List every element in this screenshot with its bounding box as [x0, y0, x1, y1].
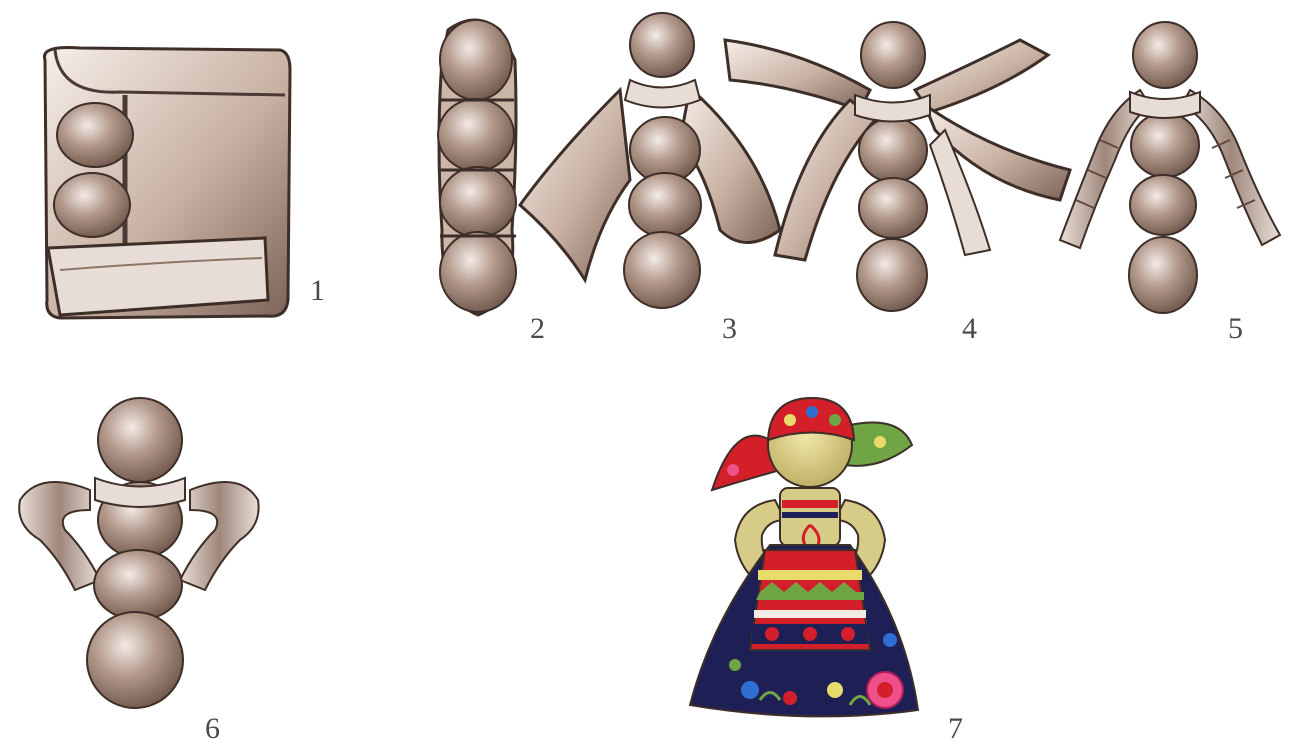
step-5-braided-arms — [1060, 22, 1280, 313]
step-1-folded-fabric — [44, 48, 290, 319]
step-2-stacked-balls — [438, 20, 516, 315]
step-7-finished-doll — [690, 398, 918, 716]
step-label-6: 6 — [205, 712, 220, 740]
step-label-7: 7 — [948, 712, 963, 740]
step-label-3: 3 — [722, 312, 737, 345]
step-label-5: 5 — [1228, 312, 1243, 345]
step-4-cloth-arms — [725, 22, 1070, 311]
step-6-folded-arms — [19, 398, 258, 708]
step-label-1: 1 — [310, 274, 325, 307]
step-label-2: 2 — [530, 312, 545, 345]
step-label-4: 4 — [962, 312, 977, 345]
